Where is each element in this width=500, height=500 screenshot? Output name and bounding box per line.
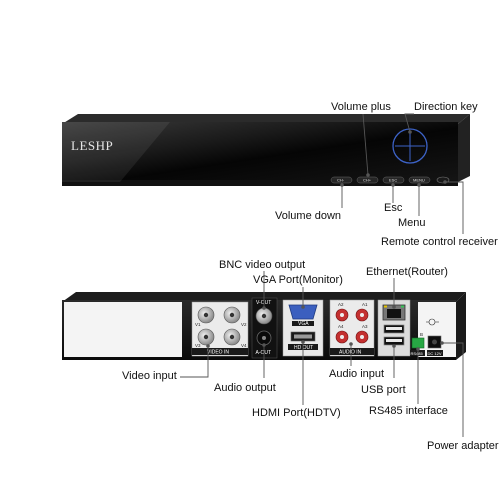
dc-label-bar [427,350,443,356]
callout-hdmi-port: HDMI Port(HDTV) [252,407,341,419]
button-esc-label: ESC [389,178,397,183]
bnc-inputs [197,306,241,346]
vga-label-bar [292,321,314,326]
ethernet-led-left [384,305,387,308]
button-menu-label: MENU [413,178,425,183]
usb-port-1-tongue [386,327,402,330]
button-ch-plus-label: CH+ [363,178,372,183]
callout-usb-port: USB port [361,384,406,396]
audio-input-4-core [340,335,344,339]
callout-vga-port: VGA Port(Monitor) [253,274,343,286]
audio-input-2-core [340,313,344,317]
callout-volume-plus: Volume plus [331,101,391,113]
callout-power-adapter: Power adapter [427,440,499,452]
polarity-icon [426,318,439,326]
audio-channel-a2: A2 [338,302,344,307]
rs485-label: RS485 [411,351,424,356]
leader-power-adapter [442,342,464,437]
video-in-label: VIDEO IN [207,350,229,356]
back-panel-left-plate [64,302,182,357]
front-panel [62,114,470,186]
front-panel-side [458,114,470,182]
direction-key-ring[interactable] [392,128,428,164]
audio-input-1-core [360,313,364,317]
button-esc[interactable] [382,176,405,184]
button-menu[interactable] [408,176,431,184]
audio-in-block [329,299,375,357]
callout-remote-receiver: Remote control receiver [381,236,498,248]
channel-label-v2: V2 [241,322,247,327]
button-ch-minus[interactable] [330,176,353,184]
audio-in-label-bar [330,348,374,355]
front-panel-face [62,122,458,182]
audio-in-label: AUDIO IN [339,350,362,356]
rs485-terminal[interactable] [411,337,425,349]
bnc-input-v4-core [229,334,235,340]
audio-input-3-core [360,335,364,339]
callout-menu: Menu [398,217,426,229]
callout-direction-key: Direction key [414,101,478,113]
callout-volume-down: Volume down [275,210,342,222]
front-panel-sheen [62,122,170,182]
callout-ethernet: Ethernet(Router) [366,266,448,278]
vga-label: VGA [298,321,309,327]
callout-audio-output: Audio output [214,382,276,394]
vga-port[interactable] [288,304,318,320]
callout-audio-input: Audio input [329,368,385,380]
direction-key[interactable] [392,128,428,164]
ethernet-led-right [401,305,404,308]
bnc-input-v3-core [203,334,209,340]
hd-out-label: HD OUT [294,345,313,351]
rs485-label-bar [410,350,425,356]
button-ch-plus[interactable] [356,176,379,184]
dc-label: DC 12V [428,351,442,356]
callout-esc: Esc [384,202,403,214]
leader-volume-plus [362,113,369,176]
leader-direction-key [404,113,414,133]
usb-port-2-tongue [386,339,402,342]
channel-label-v4: V4 [241,343,247,348]
button-ch-minus-label: CH- [337,178,345,183]
back-panel-side [456,292,466,360]
a-out-label: A-OUT [256,350,272,356]
rs485-pin-a: A [413,332,416,337]
dc-power-jack-pin [432,339,437,345]
front-panel-top [62,114,470,124]
audio-channel-a3: A3 [362,324,368,329]
front-panel-base [62,180,458,186]
bnc-video-output-core [261,313,267,319]
ethernet-port-socket [387,309,401,318]
back-panel-right-plate [418,302,456,357]
callout-rs485-interface: RS485 interface [369,405,448,417]
callout-bnc-video-output: BNC video output [219,259,306,271]
callout-video-input: Video input [122,370,177,382]
leader-video-input [180,346,209,378]
video-in-label-bar [192,348,248,355]
channel-label-v3: V3 [195,343,201,348]
rs485-pin-b: B [420,332,423,337]
brand-logo: LESHP [71,138,114,153]
leader-remote-receiver [445,181,464,234]
channel-label-v1: V1 [195,322,201,327]
bnc-input-v2-core [229,312,235,318]
audio-channel-a4: A4 [338,324,344,329]
hdmi-port-inner [294,334,312,339]
audio-output-jack-core [262,336,266,340]
audio-channel-a1: A1 [362,302,368,307]
callout-lines [180,113,464,437]
bnc-input-v1-core [203,312,209,318]
